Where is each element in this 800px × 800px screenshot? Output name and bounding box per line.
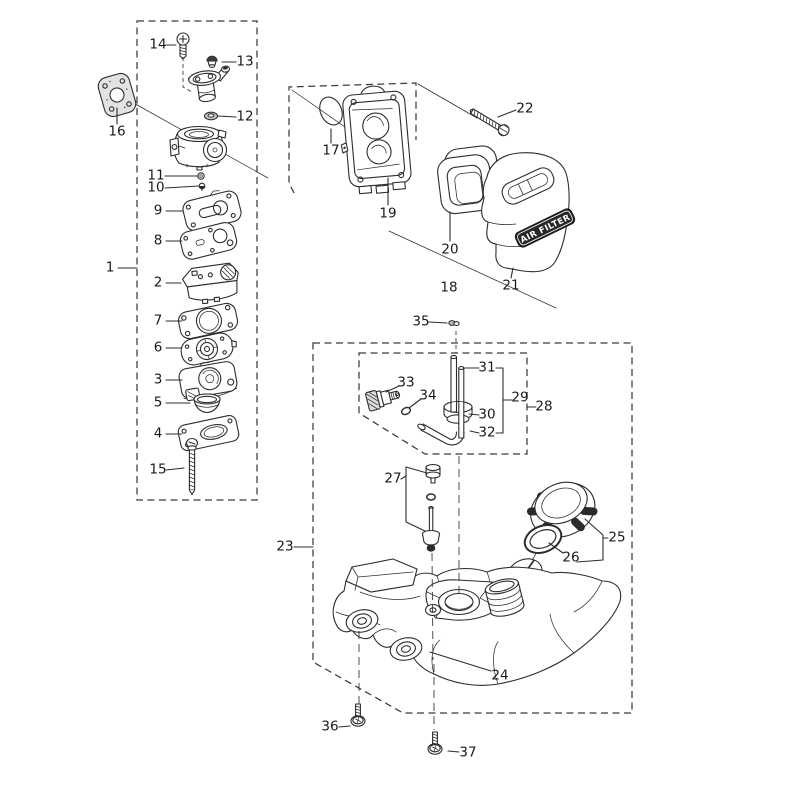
tank-filler-neck — [484, 578, 525, 617]
air-filter-group-box — [288, 82, 417, 194]
part-10-plug — [198, 182, 206, 192]
callout-4: 4 — [153, 425, 163, 442]
callout-2: 2 — [153, 274, 163, 291]
part-13-valve — [206, 55, 218, 68]
part-34-clip — [400, 406, 412, 416]
callout-8: 8 — [153, 232, 163, 249]
callout-28: 28 — [535, 398, 553, 415]
callout-7: 7 — [153, 312, 163, 329]
callout-20: 20 — [441, 241, 459, 258]
callout-29: 29 — [511, 389, 529, 406]
callout-33: 33 — [397, 374, 415, 391]
callout-31: 31 — [478, 359, 496, 376]
callout-18: 18 — [440, 279, 458, 296]
callout-24: 24 — [491, 667, 509, 684]
part-8-gasket — [179, 222, 238, 260]
part-19-air-cleaner-bracket — [340, 85, 412, 195]
callout-21: 21 — [502, 277, 520, 294]
part-7-gasket — [177, 302, 239, 340]
screw-14-axis — [182, 57, 193, 93]
callout-16: 16 — [108, 123, 126, 140]
callout-26: 26 — [562, 549, 580, 566]
callout-9: 9 — [153, 202, 163, 219]
part-12-washer-hole — [207, 113, 215, 118]
part-22-screw — [469, 108, 510, 137]
part-14-screw — [176, 32, 190, 60]
part-15-long-screw — [185, 437, 199, 496]
carburetor-group-box — [136, 20, 258, 501]
group-boxes — [136, 20, 633, 714]
part-6-diaphragm — [180, 332, 237, 366]
callout-13: 13 — [236, 53, 254, 70]
leader-lines — [116, 44, 609, 753]
primer-pump-body — [187, 65, 231, 103]
carburetor-body — [169, 125, 228, 171]
callout-3: 3 — [153, 371, 163, 388]
callout-12: 12 — [236, 108, 254, 125]
callout-23: 23 — [276, 538, 294, 555]
fuel-tank-group-box — [312, 342, 633, 714]
callout-1: 1 — [105, 259, 115, 276]
part-36-screw — [350, 703, 366, 727]
part-24-fuel-tank — [332, 558, 622, 686]
tank-mount-lug-rear — [389, 637, 423, 661]
part-17-o-ring — [319, 96, 343, 126]
part-35-clip — [448, 320, 460, 327]
part-25-fuel-cap — [526, 481, 598, 538]
callout-27: 27 — [384, 470, 402, 487]
parts-30-31-32-pipe-assembly — [417, 354, 473, 446]
part-2-carburetor-half — [182, 262, 239, 305]
part-33-fuel-filter — [365, 389, 401, 412]
part-27-breather-valve — [421, 463, 441, 552]
callout-25: 25 — [608, 529, 626, 546]
part-5-primer-cup — [193, 393, 221, 414]
callout-34: 34 — [419, 387, 437, 404]
part-9-metering-plate — [182, 190, 242, 232]
part-11-ring-hole — [199, 174, 203, 178]
callout-17: 17 — [322, 142, 340, 159]
callout-14: 14 — [149, 36, 167, 53]
tank-mount-lug-front — [345, 609, 379, 633]
part-16-flange-gasket — [97, 72, 137, 118]
callout-35: 35 — [412, 313, 430, 330]
callout-32: 32 — [478, 424, 496, 441]
callout-11: 11 — [147, 167, 165, 184]
callout-22: 22 — [516, 100, 534, 117]
tank-screw-boss — [424, 603, 442, 617]
callout-30: 30 — [478, 406, 496, 423]
pipe-assembly-group-box — [358, 352, 528, 455]
callout-10: 10 — [147, 179, 165, 196]
part-37-screw — [427, 731, 443, 755]
part-21-air-filter-cover: AIR FILTER — [481, 152, 576, 273]
callout-37: 37 — [459, 744, 477, 761]
callout-5: 5 — [153, 394, 163, 411]
part-4-plate — [177, 415, 240, 452]
callout-6: 6 — [153, 339, 163, 356]
part-11-ring — [197, 172, 205, 180]
callout-36: 36 — [321, 718, 339, 735]
callout-15: 15 — [149, 461, 167, 478]
callout-19: 19 — [379, 205, 397, 222]
center-lines — [358, 331, 460, 730]
